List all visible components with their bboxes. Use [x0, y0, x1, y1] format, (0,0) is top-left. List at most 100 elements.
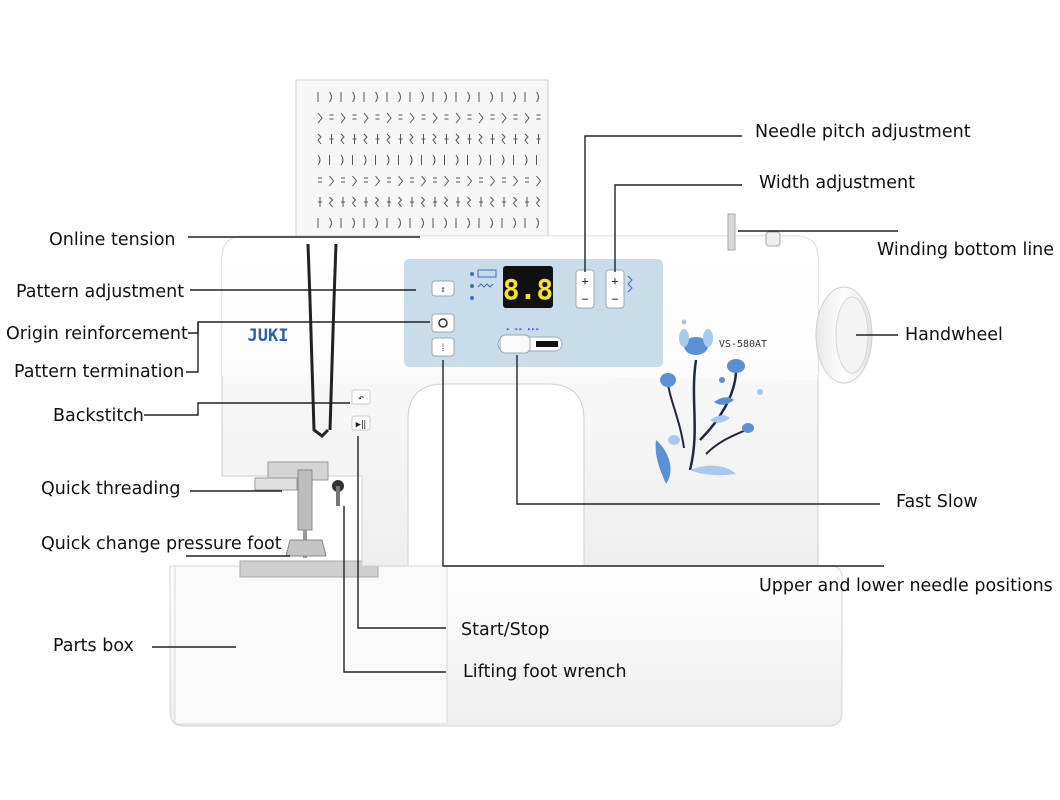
- stitch-glyph: [318, 197, 322, 207]
- stitch-glyph: [536, 114, 541, 120]
- machine-body: [221, 235, 819, 567]
- stitch-glyph: [329, 134, 334, 144]
- label-lifting-foot-wrench: Lifting foot wrench: [463, 662, 627, 682]
- control-panel: ⇕ ⁞ 8.8 + − + − ▸ ▸▸ ▸▸▸: [404, 259, 663, 367]
- stitch-glyph: [375, 217, 378, 229]
- stitch-glyph: [363, 112, 369, 124]
- stitch-glyph: [328, 196, 334, 208]
- pattern-termination-icon: ⁞: [440, 343, 446, 354]
- leader-start-stop: [357, 436, 446, 629]
- bobbin-winder: [727, 213, 781, 251]
- stitch-glyph: [478, 154, 482, 166]
- pattern-adjust-button[interactable]: [431, 280, 455, 297]
- stitch-glyph: [479, 177, 483, 183]
- handwheel: [815, 286, 873, 384]
- stitch-glyph: [444, 91, 447, 103]
- stitch-glyph: [421, 175, 427, 187]
- label-width-adjustment: Width adjustment: [759, 173, 915, 193]
- stitch-glyph: [467, 134, 472, 144]
- stitch-glyph: [501, 133, 506, 145]
- label-online-tension: Online tension: [49, 230, 176, 250]
- svg-text:+: +: [611, 274, 618, 288]
- stitch-glyph: [433, 197, 437, 207]
- stitch-glyph: [525, 177, 529, 183]
- stitch-glyph: [421, 217, 424, 229]
- stitch-glyph: [341, 197, 345, 207]
- stitch-glyph: [478, 112, 484, 124]
- stitch-glyph: [386, 133, 391, 145]
- stitch-glyph: [329, 91, 332, 103]
- stitch-glyph: [513, 91, 516, 103]
- stitch-glyph: [364, 177, 368, 183]
- thread-guide: [306, 243, 338, 438]
- stitch-glyph: [444, 217, 447, 229]
- stitch-glyph: [525, 197, 529, 207]
- stitch-glyph: [479, 197, 483, 207]
- minus-icon: −: [581, 292, 588, 306]
- stitch-glyph: [410, 177, 414, 183]
- pattern-termination-button[interactable]: [431, 337, 455, 357]
- stitch-glyph: [317, 133, 322, 145]
- origin-reinforcement-icon: [438, 318, 448, 328]
- label-needle-pitch-adjustment: Needle pitch adjustment: [755, 122, 971, 142]
- stitch-glyph: [386, 112, 392, 124]
- leader-needle-pitch: [584, 135, 742, 272]
- stitch-glyph: [513, 175, 519, 187]
- stitch-glyph: [386, 154, 390, 166]
- led-display: [503, 266, 553, 308]
- stitch-glyph: [444, 134, 449, 144]
- start-stop-icon: ▶‖: [356, 420, 367, 430]
- parts-box-cover: [174, 565, 448, 725]
- stitch-glyph: [375, 175, 381, 187]
- stitch-glyph: [329, 217, 332, 229]
- stitch-glyph: [536, 175, 542, 187]
- speed-slider-knob[interactable]: [499, 334, 531, 354]
- stitch-glyph: [340, 112, 346, 124]
- label-winding-bottom-line: Winding bottom line: [877, 240, 1055, 260]
- stitch-glyph: [318, 177, 322, 183]
- stitch-glyph: [352, 217, 355, 229]
- stitch-glyph: [444, 114, 449, 120]
- stitch-glyph: [489, 196, 495, 208]
- stitch-glyph: [512, 196, 518, 208]
- stitch-glyph: [466, 196, 472, 208]
- stitch-glyph: [467, 217, 470, 229]
- machine-base: [169, 560, 843, 727]
- stitch-glyph: [375, 91, 378, 103]
- stitch-glyph: [513, 134, 518, 144]
- stitch-glyph: [536, 217, 539, 229]
- backstitch-icon: ↶: [358, 393, 364, 404]
- stitch-glyph: [375, 114, 380, 120]
- start-stop-button[interactable]: [351, 415, 371, 431]
- leader-fast-slow: [516, 355, 880, 505]
- stitch-glyph: [340, 133, 345, 145]
- stitch-glyph: [456, 197, 460, 207]
- leader-lifting-foot-wrench: [343, 506, 446, 673]
- stitch-glyph: [456, 177, 460, 183]
- label-quick-threading: Quick threading: [41, 479, 181, 499]
- stitch-glyph: [524, 133, 529, 145]
- needle-assembly: [254, 461, 344, 558]
- brand-logo: JUKI: [248, 326, 289, 346]
- stitch-glyph: [490, 114, 495, 120]
- label-pattern-adjustment: Pattern adjustment: [16, 282, 185, 302]
- label-pattern-termination: Pattern termination: [14, 362, 185, 382]
- backstitch-button[interactable]: [351, 389, 371, 405]
- label-quick-change-pressure-foot: Quick change pressure foot: [41, 534, 282, 554]
- stitch-glyph: [329, 114, 334, 120]
- label-handwheel: Handwheel: [905, 325, 1003, 345]
- label-backstitch: Backstitch: [53, 406, 144, 426]
- stitch-glyph: [502, 197, 506, 207]
- stitch-glyph: [501, 154, 505, 166]
- origin-reinforcement-button[interactable]: [431, 313, 455, 333]
- leader-pattern-termination: [186, 322, 199, 373]
- stitch-glyph: [387, 177, 391, 183]
- stitch-glyph: [374, 196, 380, 208]
- stitch-glyph: [467, 91, 470, 103]
- stitch-glyph: [364, 197, 368, 207]
- stitch-glyph: [387, 197, 391, 207]
- leader-backstitch: [144, 402, 350, 416]
- stitch-glyph: [341, 177, 345, 183]
- leader-width: [614, 184, 742, 272]
